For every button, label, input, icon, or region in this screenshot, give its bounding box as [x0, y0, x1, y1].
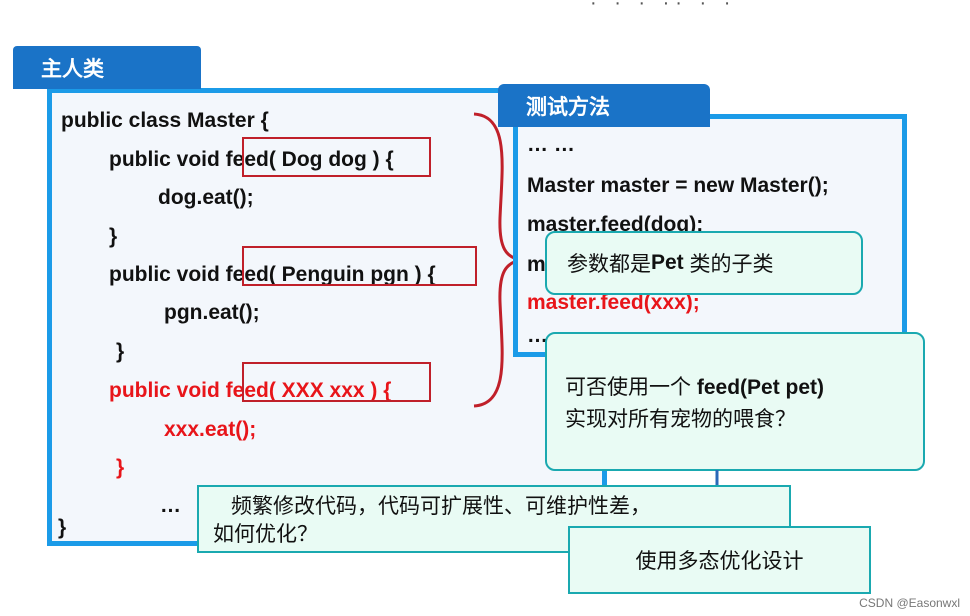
- code-line: public class Master {: [61, 109, 269, 132]
- code-line: public void feed( Penguin pgn ) {: [109, 263, 436, 286]
- code-line: }: [109, 225, 118, 248]
- solution-text: 使用多态优化设计: [635, 550, 804, 573]
- code-line: public void feed( XXX xxx ) {: [109, 379, 392, 402]
- code-line: pgn.eat();: [164, 301, 260, 324]
- code-line: m: [527, 253, 546, 276]
- highlight-box-dog: [242, 137, 431, 177]
- problem-line-2: 如何优化？: [213, 523, 318, 546]
- question-line-1: 可否使用一个 feed(Pet pet): [565, 372, 923, 404]
- callout-solution: 使用多态优化设计: [568, 526, 871, 594]
- code-line: xxx.eat();: [164, 418, 257, 441]
- code-line: public void feed( Dog dog ) {: [109, 148, 394, 171]
- test-tab: 测试方法: [498, 84, 710, 127]
- callout-text-bold: Pet: [651, 251, 684, 274]
- code-line: …: [160, 494, 181, 517]
- callout-question: 可否使用一个 feed(Pet pet) 实现对所有宠物的喂食？: [545, 332, 925, 471]
- code-line: }: [116, 340, 125, 363]
- callout-text: 参数都是: [567, 253, 651, 276]
- master-tab: 主人类: [13, 46, 201, 89]
- callout-pet-subclass: 参数都是 Pet 类的子类: [545, 231, 863, 295]
- problem-line-1: 频繁修改代码，代码可扩展性、可维护性差，: [231, 495, 651, 518]
- code-line: …: [527, 324, 548, 347]
- code-line: master.feed(xxx);: [527, 291, 700, 314]
- code-line: }: [58, 516, 67, 539]
- code-line: }: [116, 456, 125, 479]
- code-line: master.feed(dog);: [527, 213, 704, 236]
- top-fragment: · · · ·· · ·: [590, 0, 737, 14]
- highlight-box-xxx: [242, 362, 431, 402]
- callout-text: 类的子类: [683, 253, 774, 276]
- code-line: Master master = new Master();: [527, 174, 829, 197]
- question-line-2: 实现对所有宠物的喂食？: [565, 408, 796, 431]
- code-line: … …: [527, 133, 575, 156]
- highlight-box-penguin: [242, 246, 477, 286]
- question-text-bold: feed(Pet pet): [696, 376, 825, 399]
- question-text: 可否使用一个: [565, 376, 697, 399]
- code-line: dog.eat();: [158, 186, 254, 209]
- watermark: CSDN @Easonwxl: [859, 596, 960, 610]
